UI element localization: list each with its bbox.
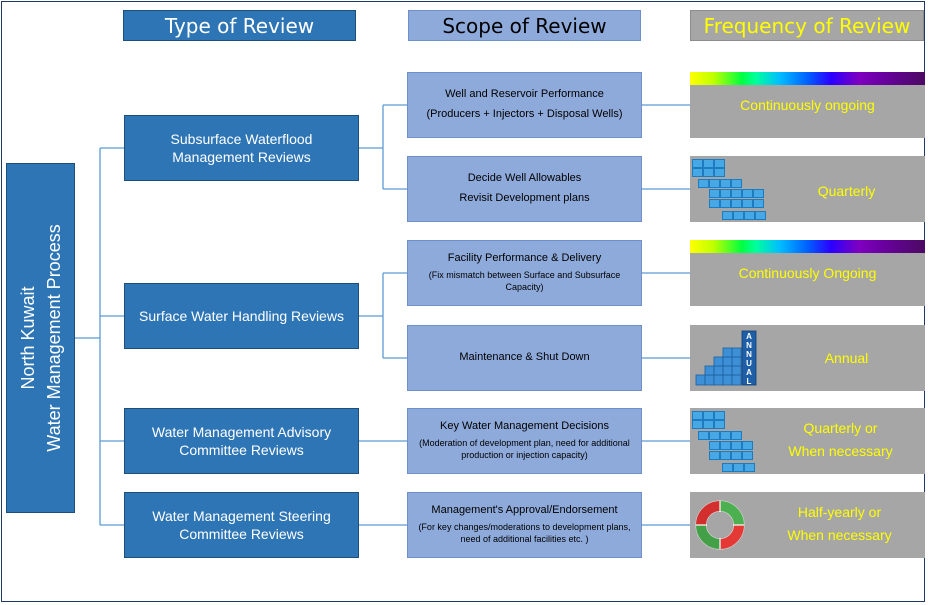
svg-text:N: N	[746, 350, 752, 359]
frequency-text: Quarterly or	[803, 420, 878, 436]
scope-management-approval: Management's Approval/Endorsement (For k…	[407, 492, 642, 558]
frequency-quarterly: Quarterly	[690, 156, 925, 222]
frequency-text-2: When necessary	[788, 443, 893, 460]
type-line: Water Management Steering	[152, 507, 331, 524]
type-line: Surface Water Handling Reviews	[139, 307, 344, 324]
root-line-2: Water Management Process	[43, 224, 64, 452]
scope-title: Key Water Management Decisions	[440, 420, 609, 433]
scope-title: Management's Approval/Endorsement	[431, 504, 618, 517]
frequency-text: Continuously Ongoing	[738, 265, 877, 281]
scope-detail: (Moderation of development plan, need fo…	[419, 438, 630, 460]
frequency-half-yearly: Half-yearly or When necessary	[690, 492, 925, 558]
scope-detail: (For key changes/moderations to developm…	[418, 522, 631, 544]
scope-detail: (Fix mismatch between Surface and Subsur…	[428, 270, 621, 292]
annual-stairs-icon: ANN UAL	[695, 330, 757, 386]
svg-text:U: U	[746, 359, 752, 368]
frequency-continuously-ongoing: Continuously ongoing	[690, 72, 925, 138]
type-surface-water-handling: Surface Water Handling Reviews	[124, 283, 359, 349]
frequency-text: Annual	[824, 350, 869, 366]
header-frequency-of-review: Frequency of Review	[690, 10, 924, 41]
frequency-text: Continuously ongoing	[740, 97, 875, 113]
spectrum-icon	[690, 72, 925, 85]
scope-well-reservoir-performance: Well and Reservoir Performance (Producer…	[407, 72, 642, 138]
scope-detail: (Producers + Injectors + Disposal Wells)	[426, 108, 623, 120]
scope-maintenance-shutdown: Maintenance & Shut Down	[407, 325, 642, 391]
header-scope-of-review: Scope of Review	[408, 10, 641, 41]
root-line-1: North Kuwait	[17, 286, 38, 390]
scope-well-allowables: Decide Well Allowables Revisit Developme…	[407, 156, 642, 222]
scope-title: Decide Well Allowables	[467, 172, 582, 185]
frequency-text: Quarterly	[817, 183, 876, 199]
scope-key-decisions: Key Water Management Decisions (Moderati…	[407, 408, 642, 474]
frequency-text: Half-yearly or	[797, 504, 882, 520]
frequency-text-2: When necessary	[787, 527, 892, 544]
svg-text:N: N	[746, 341, 752, 350]
svg-text:A: A	[746, 368, 752, 377]
scope-detail: Revisit Development plans	[459, 192, 590, 204]
scope-title: Maintenance & Shut Down	[459, 351, 590, 364]
cycle-ring-icon	[695, 500, 745, 550]
type-line: Committee Reviews	[179, 526, 304, 542]
scope-title: Facility Performance & Delivery	[447, 252, 602, 265]
scope-title: Well and Reservoir Performance	[445, 88, 604, 101]
type-line: Management Reviews	[172, 149, 311, 165]
svg-text:L: L	[747, 377, 752, 386]
scope-facility-performance: Facility Performance & Delivery (Fix mis…	[407, 240, 642, 306]
spectrum-icon	[690, 240, 925, 253]
type-line: Water Management Advisory	[151, 423, 332, 440]
root-process-box: North Kuwait Water Management Process	[6, 163, 75, 513]
header-type-of-review: Type of Review	[123, 10, 356, 41]
svg-text:A: A	[746, 332, 752, 341]
type-line: Subsurface Waterflood	[170, 130, 313, 147]
type-line: Committee Reviews	[179, 442, 304, 458]
frequency-continuously-ongoing-2: Continuously Ongoing	[690, 240, 925, 306]
frequency-quarterly-when-necessary: Quarterly or When necessary	[690, 408, 925, 474]
